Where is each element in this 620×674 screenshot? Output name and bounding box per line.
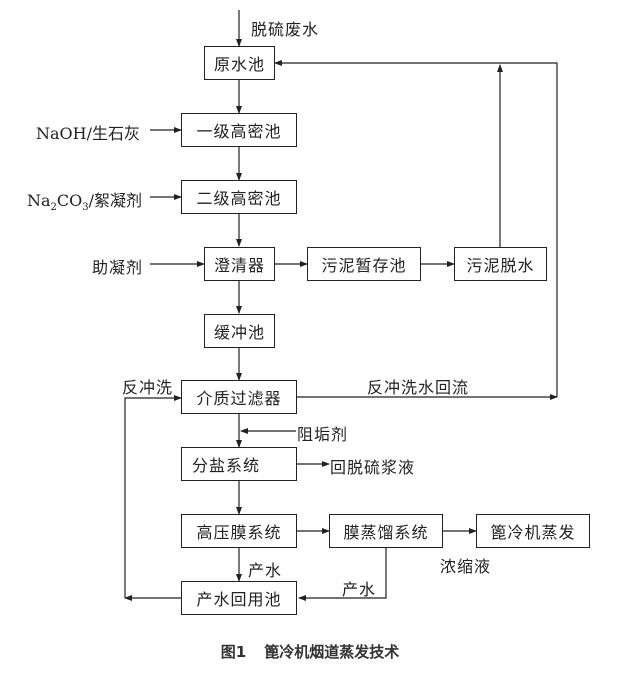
node-label: 产水回用池 (196, 590, 282, 609)
caption-title: 篦冷机烟道蒸发技术 (264, 643, 400, 661)
node-label: 二级高密池 (196, 189, 282, 208)
node-reuse-pool: 产水回用池 (181, 581, 297, 615)
label-scale-inhibitor: 阻垢剂 (297, 425, 349, 444)
node-raw-pool: 原水池 (204, 46, 275, 80)
node-media-filter: 介质过滤器 (181, 380, 297, 414)
label-na2co3-sub2: 3 (82, 202, 89, 214)
node-label: 篦冷机蒸发 (490, 523, 576, 542)
label-naoh: NaOH/生石灰 (36, 124, 141, 143)
node-label: 缓冲池 (213, 323, 265, 342)
node-label: 原水池 (213, 55, 265, 74)
arrow-md-reuse (298, 548, 387, 601)
label-return-slurry: 回脱硫浆液 (330, 458, 416, 477)
node-label: 高压膜系统 (196, 523, 282, 542)
node-label: 一级高密池 (196, 122, 282, 141)
caption-number: 图1 (220, 643, 247, 661)
label-na2co3-sub1: 2 (50, 202, 57, 214)
node-label: 分盐系统 (192, 456, 261, 475)
node-sludge-dewater: 污泥脱水 (454, 247, 547, 281)
node-label: 澄清器 (213, 256, 265, 275)
node-hd-pool-1: 一级高密池 (181, 113, 297, 147)
node-label: 膜蒸馏系统 (343, 523, 429, 542)
label-product-water-1: 产水 (248, 561, 283, 580)
node-buffer-pool: 缓冲池 (204, 314, 275, 348)
node-label: 污泥暂存池 (321, 256, 407, 275)
node-salt-separation: 分盐系统 (181, 447, 297, 481)
label-inlet: 脱硫废水 (251, 20, 320, 39)
node-label: 介质过滤器 (196, 389, 282, 408)
label-concentrate: 浓缩液 (440, 557, 492, 576)
label-backwash-return: 反冲洗水回流 (367, 378, 470, 397)
arrow-backwash-loop-b (124, 395, 182, 598)
node-grate-cooler-evap: 篦冷机蒸发 (476, 514, 590, 548)
arrow-return-raw (274, 60, 558, 397)
label-na2co3-prefix: Na (27, 191, 51, 210)
label-coagulant-aid: 助凝剂 (92, 258, 144, 277)
node-clarifier: 澄清器 (204, 247, 275, 281)
figure-caption: 图1 篦冷机烟道蒸发技术 (0, 641, 620, 662)
node-hd-pool-2: 二级高密池 (181, 180, 297, 214)
label-na2co3: Na2CO3/絮凝剂 (27, 187, 142, 213)
label-backwash: 反冲洗 (122, 378, 174, 397)
node-membrane-distill: 膜蒸馏系统 (329, 514, 443, 548)
node-sludge-store: 污泥暂存池 (307, 247, 421, 281)
label-na2co3-mid: CO (56, 191, 83, 210)
label-na2co3-suffix: /絮凝剂 (88, 191, 143, 210)
node-hp-membrane: 高压膜系统 (181, 514, 297, 548)
label-product-water-2: 产水 (342, 580, 377, 599)
node-label: 污泥脱水 (466, 256, 535, 275)
